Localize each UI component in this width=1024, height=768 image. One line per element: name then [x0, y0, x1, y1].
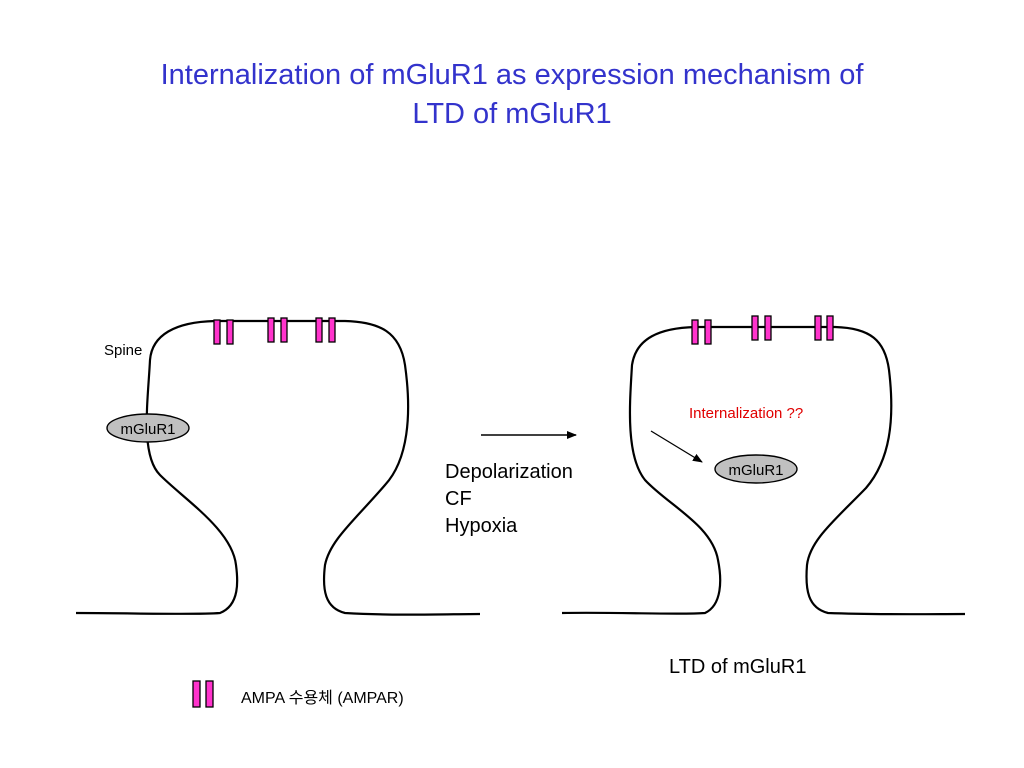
slide-title-line-1: Internalization of mGluR1 as expression …: [160, 59, 864, 91]
slide-title-line-2: LTD of mGluR1: [412, 98, 612, 130]
left-ampar-group-3: [315, 317, 336, 343]
internalization-arrow: [650, 430, 703, 463]
left-mglur1-receptor: mGluR1: [106, 413, 190, 443]
stimulus-cf: CF: [445, 488, 472, 510]
ampar-bar: [764, 315, 772, 341]
spine-label: Spine: [104, 342, 143, 359]
ampar-bar: [328, 317, 336, 343]
legend-ampar-symbol: [192, 680, 214, 708]
right-ampar-group-3: [814, 315, 834, 341]
ampar-bar: [826, 315, 834, 341]
stimulus-list: Depolarization CF Hypoxia: [445, 459, 573, 540]
ampar-bar: [267, 317, 275, 343]
internalization-label: Internalization ??: [689, 405, 804, 422]
ampar-bar: [691, 319, 699, 345]
left-mglur1-label: mGluR1: [120, 421, 175, 438]
left-ampar-group-1: [213, 319, 234, 345]
ampar-bar: [814, 315, 822, 341]
right-spine: mGluR1: [561, 315, 966, 616]
left-spine-outline: [75, 319, 481, 616]
right-ampar-group-1: [691, 319, 712, 345]
ampar-bar: [315, 317, 323, 343]
stimulus-depolarization: Depolarization: [445, 461, 573, 483]
right-mglur1-label: mGluR1: [728, 462, 783, 479]
ampar-bar: [704, 319, 712, 345]
left-ampar-group-2: [267, 317, 288, 343]
right-ampar-group-2: [751, 315, 772, 341]
ampar-bar: [280, 317, 288, 343]
stimulus-hypoxia: Hypoxia: [445, 515, 518, 537]
legend-label: AMPA 수용체 (AMPAR): [241, 690, 404, 707]
ampar-bar: [226, 319, 234, 345]
result-caption: LTD of mGluR1: [669, 656, 807, 678]
ampar-bar: [751, 315, 759, 341]
left-spine: mGluR1: [75, 317, 481, 616]
slide-title: Internalization of mGluR1 as expression …: [62, 56, 962, 134]
ampar-bar: [213, 319, 221, 345]
right-mglur1-receptor: mGluR1: [714, 454, 798, 484]
